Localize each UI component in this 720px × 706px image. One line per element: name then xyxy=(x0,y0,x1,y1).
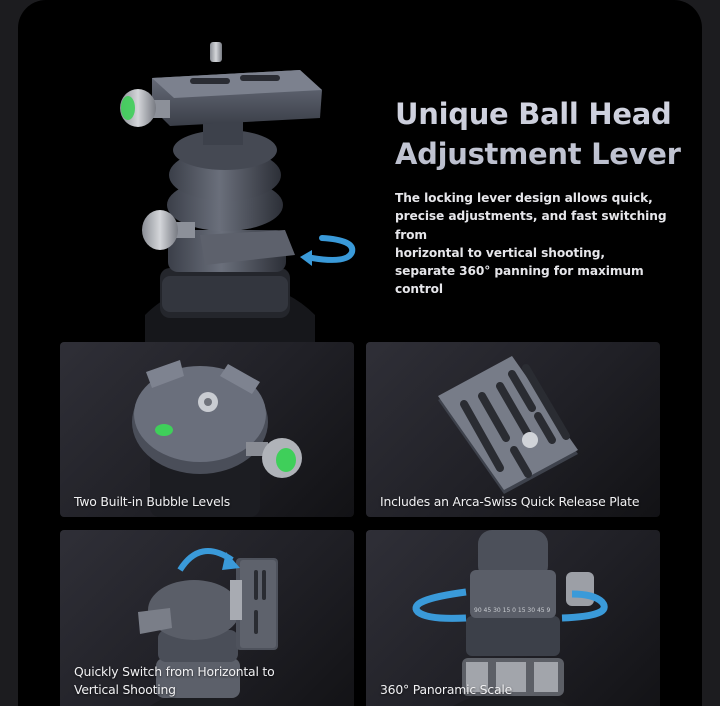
card-caption: Includes an Arca-Swiss Quick Release Pla… xyxy=(380,494,640,509)
feature-card-bubble-levels: Two Built-in Bubble Levels xyxy=(60,342,354,517)
hero-description-line: horizontal to vertical shooting, xyxy=(395,245,605,260)
hero-description-line: precise adjustments, and fast switching … xyxy=(395,209,667,242)
card-caption: Quickly Switch from Horizontal to Vertic… xyxy=(74,663,275,698)
hero-title-line-2: Adjustment Lever xyxy=(395,137,681,171)
hero-description: The locking lever design allows quick, p… xyxy=(395,189,695,299)
vertical-switch-image xyxy=(138,548,278,706)
panoramic-scale-image: 90 45 30 15 0 15 30 45 9 xyxy=(412,530,608,706)
hero-description-line: separate 360° panning for maximum contro… xyxy=(395,264,644,297)
feature-card-quick-release-plate: Includes an Arca-Swiss Quick Release Pla… xyxy=(366,342,660,517)
rotation-arrow-icon xyxy=(309,235,356,263)
hero-title: Unique Ball Head Adjustment Lever xyxy=(395,94,695,174)
product-feature-panel: Unique Ball Head Adjustment Lever The lo… xyxy=(18,0,702,706)
card-caption-line: Vertical Shooting xyxy=(74,681,176,697)
hero-title-line-1: Unique Ball Head xyxy=(395,97,672,131)
card-caption: Two Built-in Bubble Levels xyxy=(74,494,231,509)
card-caption-line: Quickly Switch from Horizontal to xyxy=(74,664,275,679)
bubble-levels-image xyxy=(132,360,302,517)
hero-description-line: The locking lever design allows quick, xyxy=(395,191,653,205)
card-caption: 360° Panoramic Scale xyxy=(380,682,513,697)
feature-card-vertical-switch: Quickly Switch from Horizontal to Vertic… xyxy=(60,530,354,706)
feature-card-panoramic-scale: 90 45 30 15 0 15 30 45 9 360° Panoramic … xyxy=(366,530,660,706)
quick-release-plate-image xyxy=(438,356,578,494)
rotation-arrow-icon xyxy=(412,588,467,622)
ball-head-product-image xyxy=(120,42,356,342)
svg-text:90 45 30 15 0 15 30 45 9: 90 45 30 15 0 15 30 45 9 xyxy=(474,607,551,614)
